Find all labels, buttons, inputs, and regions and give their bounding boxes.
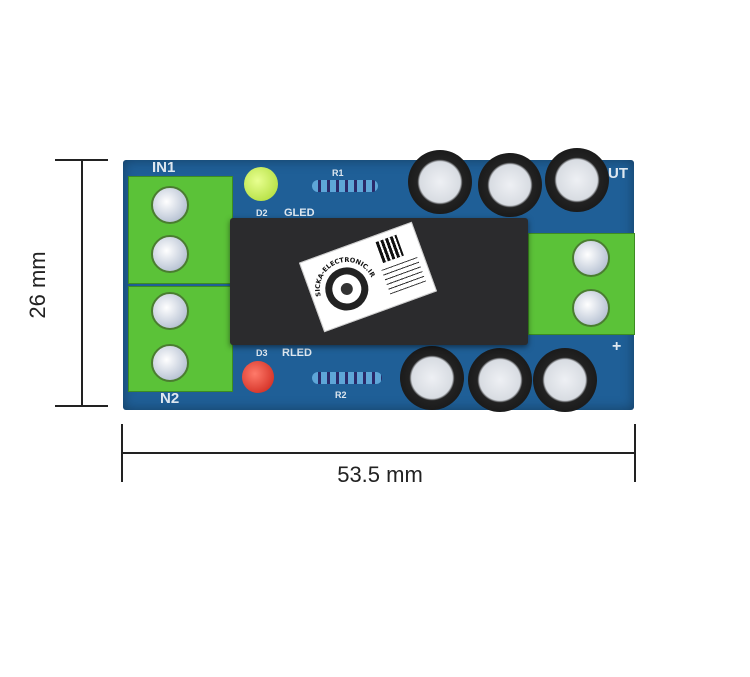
label-d3: D3 [256,348,268,358]
label-r2: R2 [335,390,347,400]
label-gled: GLED [284,207,315,219]
width-label: 53.5 mm [337,462,423,487]
screw-icon [572,239,610,277]
width-dimension-line [122,452,635,454]
screw-icon [572,289,610,327]
label-d2: D2 [256,208,268,218]
capacitor [533,348,597,412]
contact-lines [381,256,427,295]
label-in2: N2 [160,390,180,407]
capacitor [408,150,472,214]
capacitor [545,148,609,212]
screw-icon [151,235,189,273]
label-rled: RLED [282,347,312,359]
height-tick-bottom [55,405,108,407]
height-dimension-line [81,160,83,407]
qr-code-icon [375,234,404,263]
capacitor [468,348,532,412]
label-r1: R1 [332,168,344,178]
screw-icon [151,344,189,382]
capacitor [400,346,464,410]
red-led [242,361,274,393]
screw-icon [151,292,189,330]
height-tick-top [55,159,108,161]
width-tick-left [121,424,123,482]
width-tick-right [634,424,636,482]
height-label: 26 mm [25,251,50,319]
logo-sticker: SICKA-ELECTRONIC.IR [298,221,438,333]
label-in1: IN1 [152,159,176,176]
screw-icon [151,186,189,224]
resistor-r2 [312,372,382,384]
capacitor [478,153,542,217]
green-led [244,167,278,201]
brand-logo: SICKA-ELECTRONIC.IR [305,247,377,311]
label-out: UT [608,165,628,182]
label-plus: + [612,338,622,355]
resistor-r1 [312,180,378,192]
